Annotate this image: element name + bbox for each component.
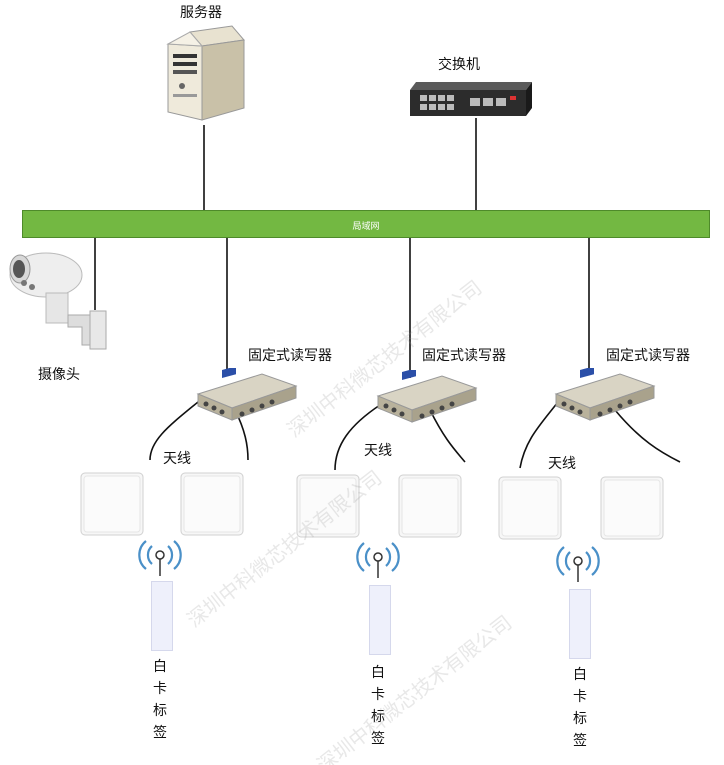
cable-2a: [334, 404, 381, 471]
tag-label-2: 白卡标签: [371, 665, 385, 747]
cable-3b: [614, 409, 681, 463]
reader-icon-2: [376, 370, 478, 423]
tag-card-3: [569, 589, 591, 659]
antenna-panel: [180, 472, 244, 536]
signal-icon: [556, 546, 600, 582]
tag-label-3: 白卡标签: [573, 667, 587, 749]
antenna-label-2: 天线: [364, 443, 392, 459]
camera-label: 摄像头: [38, 367, 80, 383]
antenna-panel: [296, 474, 360, 538]
cable-3a: [519, 401, 559, 469]
antenna-label-3: 天线: [548, 456, 576, 472]
antenna-panel: [600, 476, 664, 540]
cable-1a: [149, 401, 199, 461]
cable-2b: [429, 409, 466, 463]
lan-bar: 局域网: [22, 210, 710, 238]
antenna-panel: [398, 474, 462, 538]
server-icon: [166, 25, 245, 121]
reader-label-1: 固定式读写器: [248, 348, 332, 364]
tag-card-1: [151, 581, 173, 651]
reader-icon-1: [196, 368, 298, 421]
switch-label: 交换机: [438, 57, 480, 73]
lan-label: 局域网: [352, 222, 380, 232]
camera-icon: [9, 252, 107, 350]
server-label: 服务器: [180, 5, 222, 21]
tag-card-2: [369, 585, 391, 655]
signal-icon: [138, 540, 182, 576]
antenna-label-1: 天线: [163, 451, 191, 467]
switch-icon: [410, 82, 532, 116]
reader-label-2: 固定式读写器: [422, 348, 506, 364]
antenna-panel: [498, 476, 562, 540]
antenna-panel: [80, 472, 144, 536]
reader-icon-3: [554, 368, 656, 421]
reader-label-3: 固定式读写器: [606, 348, 690, 364]
tag-label-1: 白卡标签: [153, 659, 167, 741]
signal-icon: [356, 542, 400, 578]
